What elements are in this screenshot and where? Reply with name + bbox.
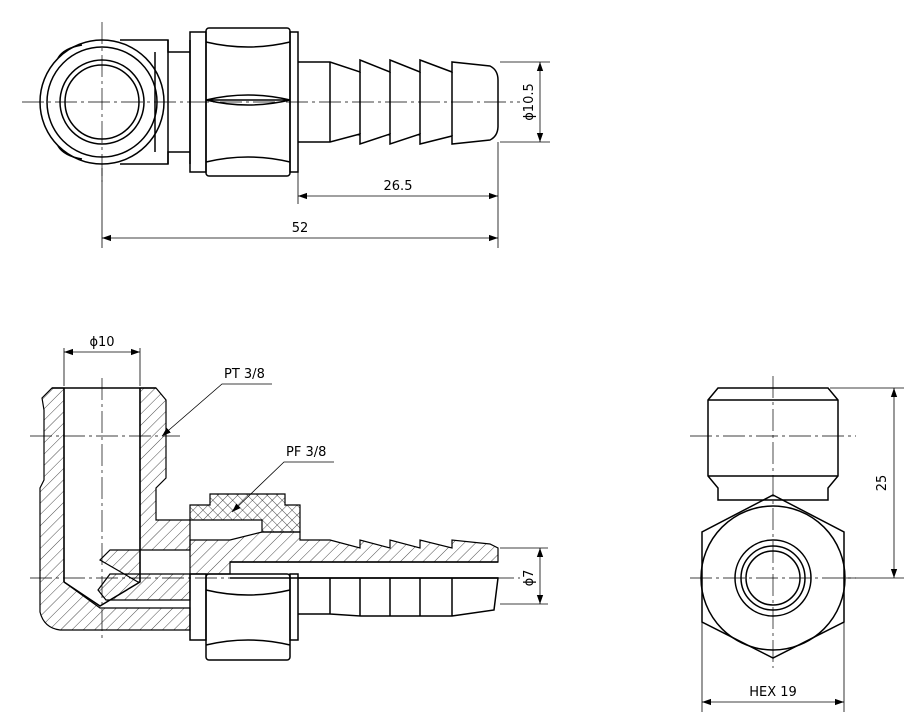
cap-nut-lower	[189, 573, 299, 661]
male-thread-label: PT 3/8	[224, 367, 265, 382]
dimension-barb-length: 26.5	[297, 142, 499, 248]
dimension-hose-diameter: ϕ10.5	[500, 61, 550, 143]
hex-label: HEX 19	[749, 685, 797, 700]
top-view: ϕ10.5 26.5 52	[22, 22, 550, 248]
leader-female-thread: PF 3/8	[231, 445, 334, 513]
threaded-end-side	[707, 387, 839, 501]
height-label: 25	[875, 475, 890, 492]
side-view: 25 HEX 19	[690, 376, 904, 712]
passage-diameter-label: ϕ7	[522, 570, 537, 587]
dimension-hex: HEX 19	[701, 622, 845, 712]
section-view: ϕ10 PT 3/8 PF 3/8 ϕ7	[30, 335, 548, 661]
elbow-body-section	[39, 387, 191, 631]
dimension-passage-diameter: ϕ7	[500, 547, 548, 605]
barb-length-label: 26.5	[384, 179, 413, 194]
barb-shaft-section	[189, 531, 499, 575]
dimension-height: 25	[830, 387, 904, 579]
dimension-bore-diameter: ϕ10	[63, 335, 141, 386]
hose-diameter-label: ϕ10.5	[522, 83, 537, 121]
cap-nut-section	[189, 493, 301, 533]
leader-male-thread: PT 3/8	[161, 367, 272, 437]
female-thread-label: PF 3/8	[286, 445, 326, 460]
barb-lower	[298, 577, 499, 617]
total-length-label: 52	[292, 221, 309, 236]
bore-diameter-label: ϕ10	[89, 335, 114, 350]
dimension-total-length: 52	[101, 168, 498, 248]
